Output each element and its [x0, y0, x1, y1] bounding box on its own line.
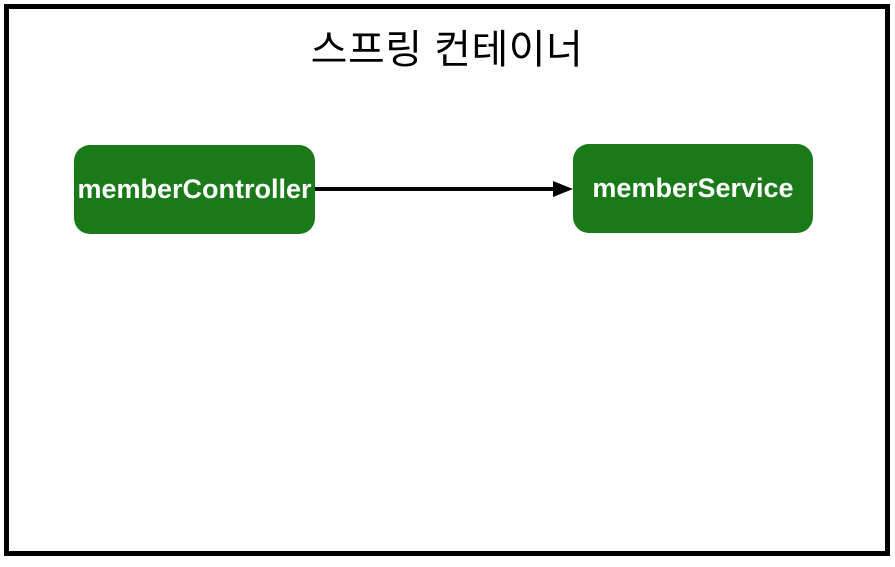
node-member-service: memberService	[573, 144, 813, 233]
node-member-service-label: memberService	[592, 173, 794, 203]
spring-container-frame: 스프링 컨테이너 memberController memberService	[4, 4, 890, 556]
diagram-title: 스프링 컨테이너	[310, 28, 584, 72]
dependency-arrow	[315, 181, 573, 197]
node-member-controller: memberController	[74, 145, 315, 234]
node-member-controller-label: memberController	[77, 174, 312, 204]
